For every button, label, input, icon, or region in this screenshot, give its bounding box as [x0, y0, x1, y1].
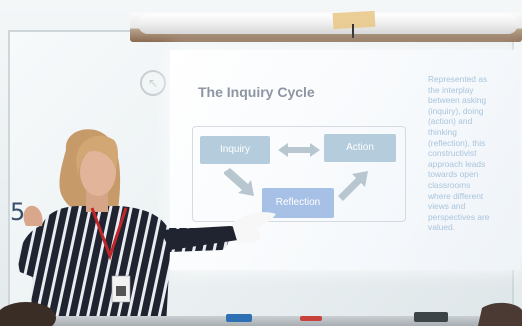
- slide-text-line: Represented as: [428, 74, 488, 84]
- pointer-icon: ↖: [140, 70, 166, 96]
- cycle-arrows: [224, 143, 368, 201]
- slide-text-line: between asking: [428, 95, 487, 106]
- slide-text-line: where different: [428, 190, 484, 201]
- slide-text-line: (inquiry), doing: [428, 105, 484, 116]
- presenter-neck: [86, 190, 108, 212]
- fixture-wire: [352, 24, 354, 38]
- slide-text-line: classrooms: [428, 179, 471, 190]
- bag: [478, 302, 522, 326]
- slide-text-line: (action) and: [428, 116, 473, 127]
- slide-title: The Inquiry Cycle: [198, 84, 315, 100]
- presenter-right-hand: [232, 212, 276, 244]
- slide-text-line: approach leads: [428, 158, 486, 169]
- slide-text-line: the interplay: [428, 84, 474, 95]
- action-node: Action: [324, 134, 396, 162]
- slide-text-line: towards open: [428, 169, 479, 180]
- slide-text-line: (reflection), this: [428, 137, 486, 148]
- slide-side-text: Represented as the interplay between ask…: [428, 74, 518, 233]
- slide-text-line: thinking: [428, 126, 457, 137]
- slide-text-line: valued.: [428, 222, 456, 233]
- presenter-hair-front: [76, 135, 118, 176]
- arrow-down-right-icon: [224, 168, 254, 196]
- slide-text-line: constructivist: [428, 148, 477, 159]
- double-arrow-icon: [278, 143, 320, 157]
- arrow-up-right-icon: [338, 171, 368, 201]
- diagram-frame: [192, 126, 406, 222]
- presenter-left-arm: [18, 226, 56, 280]
- eraser: [414, 312, 448, 322]
- whiteboard-marker-text: 5: [10, 198, 26, 226]
- audience-head: [0, 302, 56, 326]
- inquiry-node: Inquiry: [200, 136, 270, 164]
- presenter-right-arm: [160, 226, 239, 250]
- presenter-face: [80, 148, 116, 196]
- whiteboard-tray: [0, 316, 522, 326]
- slide-text-line: perspectives are: [428, 211, 490, 222]
- presenter-left-hand: [23, 205, 43, 226]
- red-marker: [300, 316, 322, 321]
- slide-text-line: views and: [428, 201, 466, 212]
- fluorescent-tube: [138, 14, 518, 34]
- blue-marker: [226, 314, 252, 322]
- lanyard: [90, 207, 128, 261]
- reflection-node: Reflection: [262, 188, 334, 218]
